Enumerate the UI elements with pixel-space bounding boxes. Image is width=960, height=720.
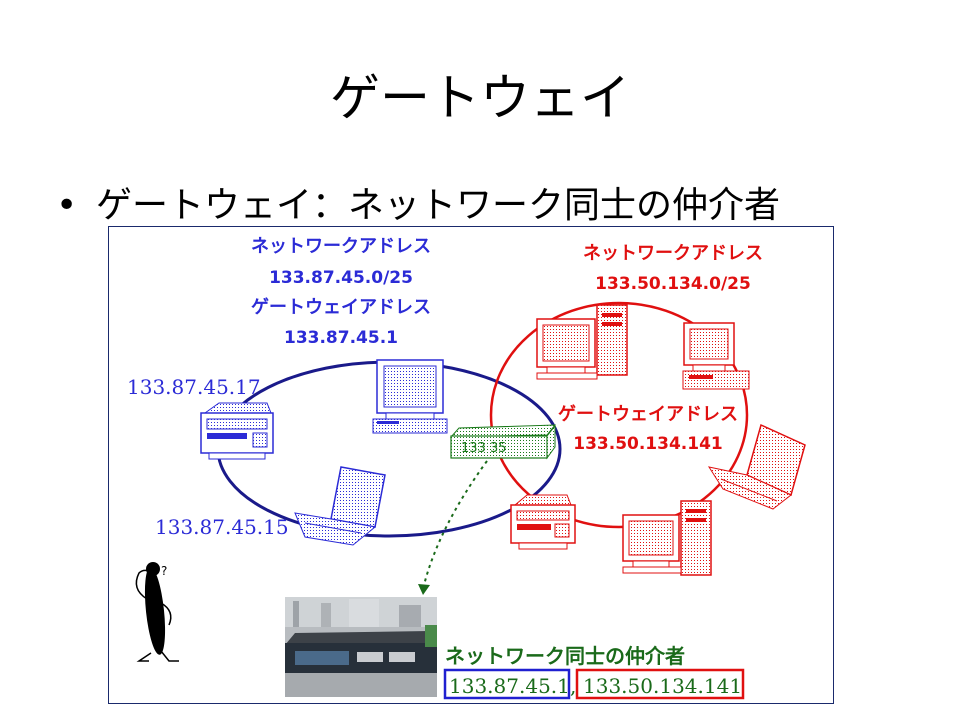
right-gateway-address: 133.50.134.141 (573, 434, 723, 454)
caption-ip-right: 133.50.134.141 (583, 674, 742, 698)
right-ip-highlight-box (575, 668, 745, 700)
thinking-person-icon: ? (135, 562, 179, 662)
caption-ip-left: 133.87.45.1 (449, 674, 570, 698)
router-icon: 133 35 (449, 424, 557, 460)
printer-ip-label: 133.87.45.17 (127, 375, 261, 399)
right-network-address-label: ネットワークアドレス (583, 243, 763, 264)
printer-icon (200, 402, 274, 460)
left-ip-highlight-box (443, 668, 571, 700)
printer-icon (510, 494, 576, 550)
bullet-dot-icon: • (56, 185, 78, 226)
slide-title: ゲートウェイ (330, 69, 630, 127)
laptop-ip-label: 133.87.45.15 (155, 515, 289, 539)
bullet-text: ゲートウェイ：ネットワーク同士の仲介者 (96, 185, 781, 226)
caption-ip-separator: , (570, 674, 576, 698)
left-network-address-label: ネットワークアドレス (251, 236, 431, 257)
right-network-address: 133.50.134.0/25 (595, 274, 751, 294)
left-gateway-address: 133.87.45.1 (284, 328, 398, 348)
laptop-icon (707, 423, 806, 510)
desktop-computer-icon (622, 500, 712, 576)
network-diagram: ネットワークアドレス 133.87.45.0/25 ゲートウェイアドレス 133… (108, 226, 834, 704)
desktop-computer-icon (372, 359, 448, 434)
desktop-computer-icon (536, 304, 628, 380)
router-panel-text: 133 35 (461, 441, 507, 456)
gateway-pointer-arrow (418, 460, 488, 595)
left-network-address: 133.87.45.0/25 (269, 268, 413, 288)
question-mark: ? (161, 564, 167, 578)
gateway-device-photo (285, 597, 437, 697)
laptop-icon (294, 466, 386, 546)
right-network-ring (489, 301, 749, 529)
right-gateway-address-label: ゲートウェイアドレス (558, 403, 738, 425)
desktop-computer-icon (682, 322, 750, 390)
left-gateway-address-label: ゲートウェイアドレス (251, 296, 431, 318)
gateway-caption: ネットワーク同士の仲介者 (445, 644, 685, 668)
bullet-item: • ゲートウェイ：ネットワーク同士の仲介者 (56, 176, 780, 228)
